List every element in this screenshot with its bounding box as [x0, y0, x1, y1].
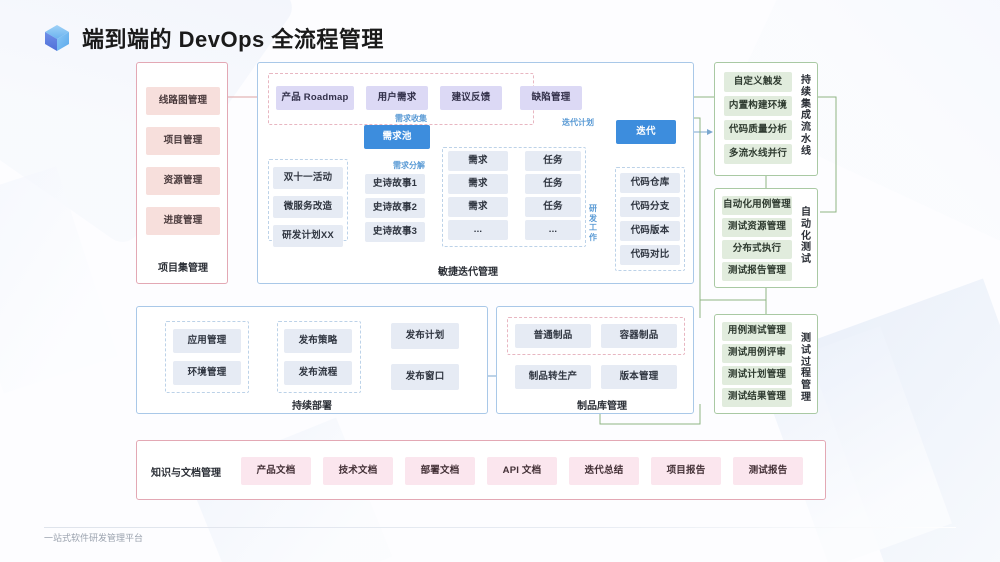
code-group [615, 167, 685, 271]
deploy-env-group [165, 321, 249, 393]
task-item-1[interactable]: 任务 [525, 174, 581, 194]
deploy-release-item-1[interactable]: 发布流程 [284, 361, 352, 385]
code-item-1[interactable]: 代码分支 [620, 197, 680, 217]
artifact-top-group [507, 317, 685, 355]
deploy-env-item-1[interactable]: 环境管理 [173, 361, 241, 385]
label-requirement-collect: 需求收集 [395, 114, 427, 123]
task-item-2[interactable]: 任务 [525, 197, 581, 217]
ci-item-3[interactable]: 多流水线并行 [724, 144, 792, 164]
iteration-box[interactable]: 迭代 [616, 120, 676, 144]
req-task-group [442, 147, 586, 247]
program-panel-label: 项目集管理 [158, 263, 208, 274]
artifact-panel: 普通制品 容器制品 制品转生产 版本管理 制品库管理 [496, 306, 694, 414]
ci-panel-label: 持续集成流水线 [801, 75, 811, 157]
ci-item-1[interactable]: 内置构建环境 [724, 96, 792, 116]
test-process-item-3[interactable]: 测试结果管理 [722, 388, 792, 407]
artifact-bottom-item-0[interactable]: 制品转生产 [515, 365, 591, 389]
docs-item-4[interactable]: 迭代总结 [569, 457, 639, 485]
project-item-1[interactable]: 微服务改造 [273, 196, 343, 218]
program-item-1[interactable]: 项目管理 [146, 127, 220, 155]
docs-item-6[interactable]: 测试报告 [733, 457, 803, 485]
docs-item-0[interactable]: 产品文档 [241, 457, 311, 485]
auto-test-item-1[interactable]: 测试资源管理 [722, 218, 792, 237]
code-item-2[interactable]: 代码版本 [620, 221, 680, 241]
requirement-item-1[interactable]: 需求 [448, 174, 508, 194]
code-item-3[interactable]: 代码对比 [620, 245, 680, 265]
page-header: 端到端的 DevOps 全流程管理 [44, 22, 384, 54]
auto-test-item-2[interactable]: 分布式执行 [722, 240, 792, 259]
program-item-0[interactable]: 线路图管理 [146, 87, 220, 115]
docs-item-1[interactable]: 技术文档 [323, 457, 393, 485]
deploy-panel-label: 持续部署 [292, 401, 332, 412]
program-item-3[interactable]: 进度管理 [146, 207, 220, 235]
auto-test-item-0[interactable]: 自动化用例管理 [722, 196, 792, 215]
epic-item-1[interactable]: 史诗故事2 [365, 198, 425, 218]
task-item-3[interactable]: ... [525, 220, 581, 240]
test-process-item-1[interactable]: 测试用例评审 [722, 344, 792, 363]
docs-panel-label: 知识与文档管理 [151, 468, 221, 479]
epic-item-0[interactable]: 史诗故事1 [365, 174, 425, 194]
requirement-item-0[interactable]: 需求 [448, 151, 508, 171]
artifact-top-item-0[interactable]: 普通制品 [515, 324, 591, 348]
background-shape [804, 278, 1000, 562]
deploy-env-item-0[interactable]: 应用管理 [173, 329, 241, 353]
agile-panel: 产品 Roadmap 用户需求 建议反馈 缺陷管理 需求池 双十一活动 微服务改… [257, 62, 694, 284]
project-item-2[interactable]: 研发计划XX [273, 225, 343, 247]
program-panel: 线路图管理 项目管理 资源管理 进度管理 项目集管理 [136, 62, 228, 284]
auto-test-panel-label: 自动化测试 [801, 207, 811, 266]
docs-panel: 知识与文档管理 产品文档 技术文档 部署文档 API 文档 迭代总结 项目报告 … [136, 440, 826, 500]
deploy-panel: 应用管理 环境管理 发布策略 发布流程 发布计划 发布窗口 持续部署 [136, 306, 488, 414]
project-item-0[interactable]: 双十一活动 [273, 167, 343, 189]
label-requirement-decompose: 需求分解 [393, 161, 425, 170]
docs-item-3[interactable]: API 文档 [487, 457, 557, 485]
defect-management-box[interactable]: 缺陷管理 [520, 86, 582, 110]
epic-item-2[interactable]: 史诗故事3 [365, 222, 425, 242]
footer-text: 一站式软件研发管理平台 [44, 533, 144, 543]
label-dev-work: 研发工作 [589, 204, 597, 242]
requirement-item-3[interactable]: ... [448, 220, 508, 240]
cube-icon [44, 24, 70, 52]
docs-item-2[interactable]: 部署文档 [405, 457, 475, 485]
test-process-panel-label: 测试过程管理 [801, 333, 811, 403]
artifact-top-item-1[interactable]: 容器制品 [601, 324, 677, 348]
deploy-release-item-0[interactable]: 发布策略 [284, 329, 352, 353]
test-process-item-2[interactable]: 测试计划管理 [722, 366, 792, 385]
deploy-release-group [277, 321, 361, 393]
code-item-0[interactable]: 代码仓库 [620, 173, 680, 193]
artifact-bottom-item-1[interactable]: 版本管理 [601, 365, 677, 389]
intake-item-1[interactable]: 用户需求 [366, 86, 428, 110]
task-item-0[interactable]: 任务 [525, 151, 581, 171]
requirement-pool-box[interactable]: 需求池 [364, 125, 430, 149]
deploy-plan-item-0[interactable]: 发布计划 [391, 323, 459, 349]
ci-item-2[interactable]: 代码质量分析 [724, 120, 792, 140]
artifact-panel-label: 制品库管理 [577, 401, 627, 412]
docs-item-5[interactable]: 项目报告 [651, 457, 721, 485]
background-shape [0, 166, 118, 394]
test-process-panel: 用例测试管理 测试用例评审 测试计划管理 测试结果管理 测试过程管理 [714, 314, 818, 414]
agile-panel-label: 敏捷迭代管理 [438, 267, 498, 278]
page-title: 端到端的 DevOps 全流程管理 [82, 27, 384, 52]
auto-test-item-3[interactable]: 测试报告管理 [722, 262, 792, 281]
auto-test-panel: 自动化用例管理 测试资源管理 分布式执行 测试报告管理 自动化测试 [714, 188, 818, 288]
requirement-item-2[interactable]: 需求 [448, 197, 508, 217]
test-process-item-0[interactable]: 用例测试管理 [722, 322, 792, 341]
deploy-plan-item-1[interactable]: 发布窗口 [391, 364, 459, 390]
footer-divider [44, 527, 956, 528]
ci-panel: 自定义触发 内置构建环境 代码质量分析 多流水线并行 持续集成流水线 [714, 62, 818, 176]
ci-item-0[interactable]: 自定义触发 [724, 72, 792, 92]
intake-item-0[interactable]: 产品 Roadmap [276, 86, 354, 110]
intake-item-2[interactable]: 建议反馈 [440, 86, 502, 110]
label-iteration-plan: 迭代计划 [562, 118, 594, 127]
program-item-2[interactable]: 资源管理 [146, 167, 220, 195]
